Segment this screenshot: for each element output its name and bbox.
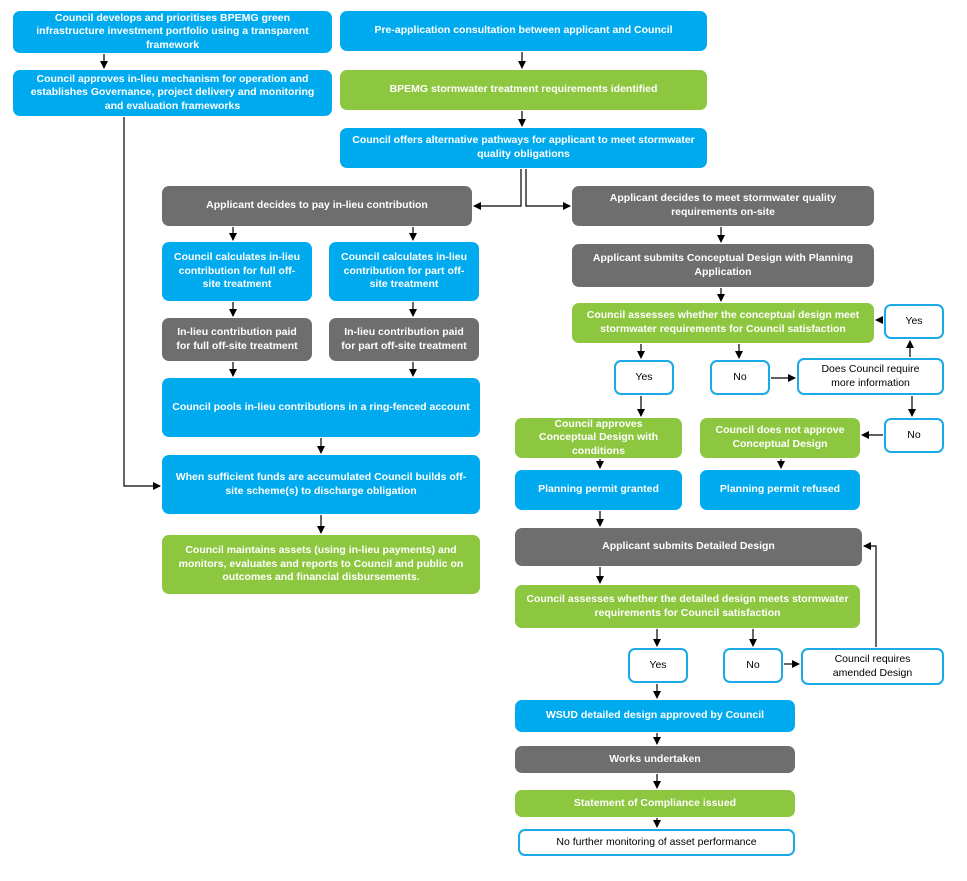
arrow-pathways-to-pay — [473, 169, 522, 210]
arrow-pathways-to-onsite — [525, 169, 571, 210]
node-assesses-conceptual: Council assesses whether the conceptual … — [572, 303, 874, 343]
node-builds-scheme: When sufficient funds are accumulated Co… — [162, 455, 480, 514]
node-amended-design: Council requires amended Design — [801, 648, 944, 685]
node-approves-mechanism: Council approves in-lieu mechanism for o… — [13, 70, 332, 116]
node-not-approve: Council does not approve Conceptual Desi… — [700, 418, 860, 458]
node-no-monitoring: No further monitoring of asset performan… — [518, 829, 795, 856]
node-paid-part: In-lieu contribution paid for part off-s… — [329, 318, 479, 361]
node-wsud-approved: WSUD detailed design approved by Council — [515, 700, 795, 732]
node-yes-conceptual: Yes — [614, 360, 674, 395]
node-no-more-info: No — [884, 418, 944, 453]
node-yes-detailed: Yes — [628, 648, 688, 683]
node-portfolio: Council develops and prioritises BPEMG g… — [13, 11, 332, 53]
node-paid-full: In-lieu contribution paid for full off-s… — [162, 318, 312, 361]
node-pre-application: Pre-application consultation between app… — [340, 11, 707, 51]
node-no-detailed: No — [723, 648, 783, 683]
node-alternative-pathways: Council offers alternative pathways for … — [340, 128, 707, 168]
node-more-info: Does Council require more information — [797, 358, 944, 395]
node-permit-granted: Planning permit granted — [515, 470, 682, 510]
node-submits-detailed: Applicant submits Detailed Design — [515, 528, 862, 566]
node-pools: Council pools in-lieu contributions in a… — [162, 378, 480, 437]
node-meet-on-site: Applicant decides to meet stormwater qua… — [572, 186, 874, 226]
node-requirements-identified: BPEMG stormwater treatment requirements … — [340, 70, 707, 110]
node-calc-full: Council calculates in-lieu contribution … — [162, 242, 312, 301]
node-permit-refused: Planning permit refused — [700, 470, 860, 510]
arrow-amended-to-detailed — [863, 542, 877, 647]
node-yes-more-info: Yes — [884, 304, 944, 339]
node-works: Works undertaken — [515, 746, 795, 773]
node-approves-conditions: Council approves Conceptual Design with … — [515, 418, 682, 458]
node-compliance: Statement of Compliance issued — [515, 790, 795, 817]
node-assesses-detailed: Council assesses whether the detailed de… — [515, 585, 860, 628]
node-pay-in-lieu: Applicant decides to pay in-lieu contrib… — [162, 186, 472, 226]
node-maintains-assets: Council maintains assets (using in-lieu … — [162, 535, 480, 594]
node-submits-conceptual: Applicant submits Conceptual Design with… — [572, 244, 874, 287]
node-no-conceptual: No — [710, 360, 770, 395]
node-calc-part: Council calculates in-lieu contribution … — [329, 242, 479, 301]
arrow-approves-to-builds — [123, 117, 161, 490]
